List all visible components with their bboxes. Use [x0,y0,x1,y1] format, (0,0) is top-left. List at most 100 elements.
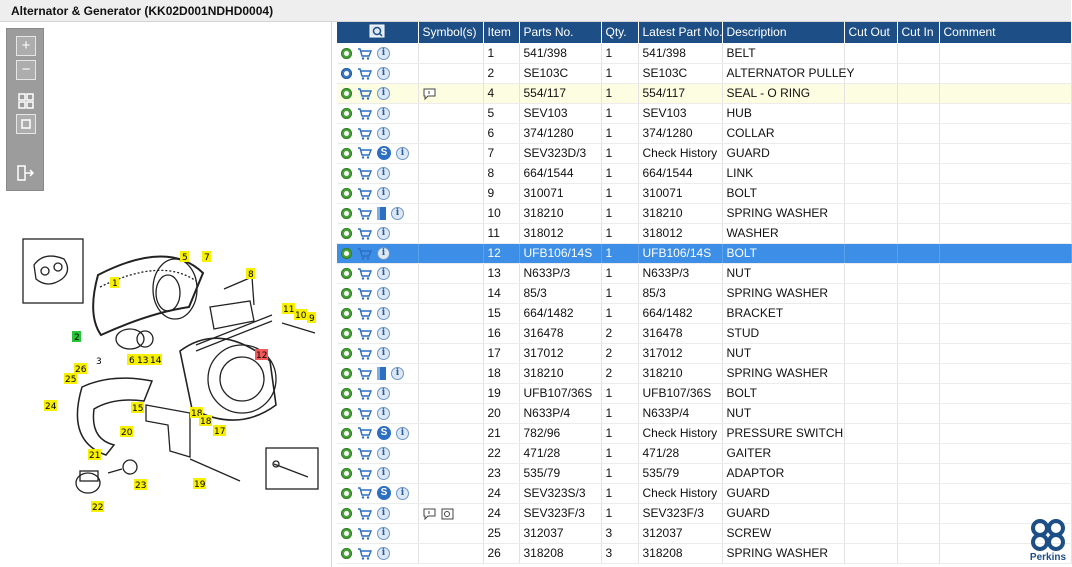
cell-item[interactable]: 9 [483,183,520,204]
gear-icon[interactable] [341,108,352,120]
cell-cut-in[interactable] [897,503,940,524]
cell-parts-no[interactable]: SEV323S/3 [519,483,602,504]
gear-icon[interactable] [341,548,352,560]
cell-icons[interactable]: i [337,283,419,304]
cell-latest-part-no[interactable]: Check History [638,143,723,164]
cell-parts-no[interactable]: 316478 [519,323,602,344]
cart-icon[interactable] [357,367,373,380]
cell-symbols[interactable] [418,43,484,64]
cell-item[interactable]: 21 [483,423,520,444]
cell-qty[interactable]: 1 [601,463,639,484]
cell-item[interactable]: 12 [483,243,520,264]
cell-cut-out[interactable] [844,303,898,324]
cart-icon[interactable] [357,487,373,500]
cell-qty[interactable]: 1 [601,83,639,104]
cell-icons[interactable]: i [337,263,419,284]
cell-cut-in[interactable] [897,43,940,64]
view-icon[interactable] [441,508,454,520]
cell-parts-no[interactable]: 541/398 [519,43,602,64]
cell-item[interactable]: 24 [483,503,520,524]
cell-parts-no[interactable]: 318210 [519,363,602,384]
cell-parts-no[interactable]: 782/96 [519,423,602,444]
cell-cut-in[interactable] [897,303,940,324]
cell-symbols[interactable] [418,503,484,524]
info-icon[interactable]: i [377,127,390,141]
cell-description[interactable]: SPRING WASHER [722,203,845,224]
cell-cut-in[interactable] [897,483,940,504]
cell-cut-in[interactable] [897,323,940,344]
cell-cut-out[interactable] [844,483,898,504]
gear-icon[interactable] [341,388,352,400]
cell-cut-out[interactable] [844,463,898,484]
gear-icon[interactable] [341,248,352,260]
cart-icon[interactable] [357,227,373,240]
gear-icon[interactable] [341,188,352,200]
gear-icon[interactable] [341,168,352,180]
cell-description[interactable]: BOLT [722,383,845,404]
cell-symbols[interactable] [418,283,484,304]
cell-qty[interactable]: 1 [601,483,639,504]
cell-cut-in[interactable] [897,263,940,284]
cell-description[interactable]: GAITER [722,443,845,464]
col-comment[interactable]: Comment [939,22,1072,44]
cell-cut-in[interactable] [897,343,940,364]
info-icon[interactable]: i [377,87,390,101]
cell-description[interactable]: COLLAR [722,123,845,144]
col-latest-part-no[interactable]: Latest Part No. [638,22,723,44]
cell-qty[interactable]: 2 [601,323,639,344]
cell-description[interactable]: GUARD [722,483,845,504]
cell-qty[interactable]: 1 [601,63,639,84]
cell-cut-out[interactable] [844,323,898,344]
cell-comment[interactable] [939,223,1072,244]
cell-description[interactable]: STUD [722,323,845,344]
gear-icon[interactable] [341,328,352,340]
cell-qty[interactable]: 3 [601,523,639,544]
cell-comment[interactable] [939,383,1072,404]
cell-cut-out[interactable] [844,243,898,264]
gear-icon[interactable] [341,308,352,320]
cell-item[interactable]: 7 [483,143,520,164]
cell-item[interactable]: 8 [483,163,520,184]
cell-cut-in[interactable] [897,63,940,84]
col-qty[interactable]: Qty. [601,22,639,44]
info-icon[interactable]: i [391,367,404,381]
cell-description[interactable]: HUB [722,103,845,124]
exploded-parts-diagram[interactable]: 1 2 3 5 7 8 11 10 9 12 6 13 14 26 25 24 … [10,227,325,513]
cell-latest-part-no[interactable]: 374/1280 [638,123,723,144]
cell-cut-out[interactable] [844,123,898,144]
cart-icon[interactable] [357,107,373,120]
info-icon[interactable]: i [377,347,390,361]
cell-symbols[interactable] [418,363,484,384]
cell-item[interactable]: 4 [483,83,520,104]
cell-cut-in[interactable] [897,363,940,384]
cell-parts-no[interactable]: 318012 [519,223,602,244]
cell-icons[interactable]: i [337,343,419,364]
cell-icons[interactable]: i [337,303,419,324]
cart-icon[interactable] [357,167,373,180]
cell-latest-part-no[interactable]: UFB106/14S [638,243,723,264]
cell-description[interactable]: SCREW [722,523,845,544]
cell-comment[interactable] [939,83,1072,104]
cell-qty[interactable]: 1 [601,423,639,444]
cell-cut-out[interactable] [844,403,898,424]
cell-symbols[interactable] [418,463,484,484]
cart-icon[interactable] [357,307,373,320]
cart-icon[interactable] [357,447,373,460]
cell-icons[interactable]: i [337,43,419,64]
gear-icon[interactable] [341,147,352,159]
cell-cut-in[interactable] [897,143,940,164]
cell-icons[interactable]: i [337,463,419,484]
info-icon[interactable]: i [377,547,390,561]
cell-symbols[interactable] [418,523,484,544]
info-icon[interactable]: i [396,486,409,500]
cell-parts-no[interactable]: 664/1544 [519,163,602,184]
cell-description[interactable]: ADAPTOR [722,463,845,484]
